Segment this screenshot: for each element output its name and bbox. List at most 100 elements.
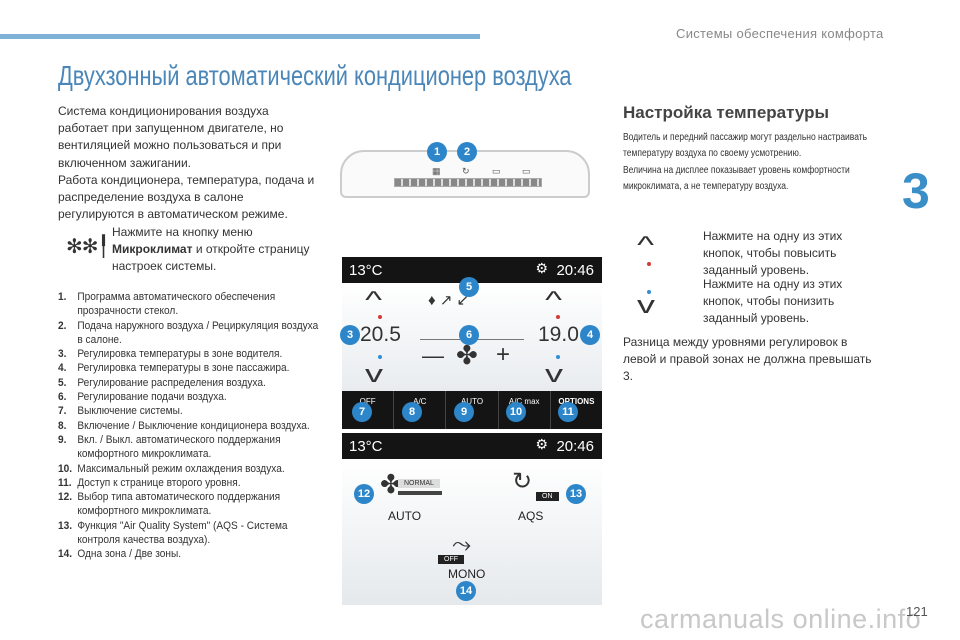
aqs-icon[interactable]: ↻ (512, 468, 533, 495)
outside-temp: 13°C (349, 262, 383, 279)
passenger-temp-up-icon[interactable]: ^ (545, 287, 563, 314)
legend-item: 1.Программа автоматического обеспечения … (58, 290, 325, 319)
raise-text: Нажмите на одну из этих кнопок, чтобы по… (703, 229, 843, 277)
legend-number: 13. (58, 519, 73, 532)
panel-icon: ▭ (492, 166, 501, 176)
lower-text: Нажмите на одну из этих кнопок, чтобы по… (703, 277, 843, 325)
warm-dot (556, 315, 560, 319)
legend-item: 7.Выключение системы. (58, 404, 325, 418)
badge-11: 11 (558, 402, 578, 422)
fan-icon[interactable]: ✤ (380, 469, 402, 499)
legend-number: 6. (58, 391, 67, 404)
intro-text: Система кондиционирования воздуха работа… (58, 103, 318, 223)
temperature-heading: Настройка температуры (623, 103, 829, 122)
cool-dot (556, 355, 560, 359)
legend-text: Подача наружного воздуха / Рециркуляция … (77, 319, 319, 346)
driver-temp-down-icon[interactable]: v (365, 361, 383, 388)
badge-12: 12 (354, 484, 374, 504)
auto-label: AUTO (388, 509, 422, 523)
header-rule (0, 34, 480, 39)
badge-1: 1 (427, 142, 447, 162)
fan-increase-icon[interactable]: + (496, 341, 511, 368)
legend-item: 6. Регулирование подачи воздуха. (58, 390, 325, 404)
recirculation-icon: ↻ (462, 166, 470, 176)
climate-buttons: OFF A/C AUTO A/C max OPTIONS (342, 391, 602, 429)
aqs-tag: ON (536, 492, 559, 501)
badge-3: 3 (340, 325, 360, 345)
legend-item: 11.Доступ к странице второго уровня. (58, 476, 325, 490)
legend-text: Регулирование подачи воздуха. (77, 391, 227, 404)
legend-text: Одна зона / Две зоны. (77, 548, 182, 561)
vent-strip (394, 178, 542, 187)
defrost-icon: ▦ (432, 166, 441, 176)
temperature-paragraph: Величина на дисплее показывает уровень к… (623, 164, 850, 192)
legend-text: Регулировка температуры в зоне пассажира… (77, 362, 290, 375)
legend-number: 4. (58, 362, 67, 375)
chevron-up-icon: ^ (637, 232, 655, 259)
legend-text: Функция "Air Quality System" (AQS - Сист… (77, 519, 288, 547)
legend-text: Регулировка температуры в зоне водителя. (77, 348, 283, 361)
badge-4: 4 (580, 325, 600, 345)
legend-number: 12. (58, 491, 73, 504)
fan-icon: ✤ (456, 340, 478, 370)
badge-5: 5 (459, 277, 479, 297)
mono-icon[interactable]: ⤳ (452, 531, 472, 558)
legend-item: 14.Одна зона / Две зоны. (58, 547, 325, 561)
intro-paragraph: Система кондиционирования воздуха работа… (58, 104, 284, 170)
menu-hint-prefix: Нажмите на кнопку меню (112, 225, 253, 239)
lower-instruction: v Нажмите на одну из этих кнопок, чтобы … (637, 276, 920, 326)
ac-button[interactable]: A/C (394, 391, 447, 429)
status-bar: 13°C ⚙ 20:46 (342, 257, 602, 283)
air-distribution-icon[interactable]: ♦ ↗ ↙ (428, 292, 470, 309)
cool-dot (647, 290, 651, 294)
gear-icon[interactable]: ⚙ (535, 436, 548, 452)
mono-label: MONO (448, 567, 486, 581)
intro-paragraph: Работа кондиционера, температура, подача… (58, 172, 315, 222)
legend-item: 8.Включение / Выключение кондиционера во… (58, 419, 325, 433)
chapter-number: 3 (902, 163, 930, 219)
climate-screen-options: 13°C ⚙ 20:46 ✤ NORMAL AUTO ↻ ON AQS ⤳ OF… (342, 433, 602, 605)
legend-text: Включение / Выключение кондиционера возд… (77, 419, 310, 432)
auto-button[interactable]: AUTO (446, 391, 499, 429)
legend-text: Выбор типа автоматического поддержания к… (77, 491, 281, 518)
temperature-intro: Водитель и передний пассажир могут разде… (623, 130, 878, 195)
panel-icon: ▭ (522, 166, 531, 176)
auto-mode-tag: NORMAL (398, 479, 440, 488)
outside-temp: 13°C (349, 438, 383, 455)
legend-number: 1. (58, 291, 67, 303)
legend-item: 10.Максимальный режим охлаждения воздуха… (58, 462, 325, 476)
legend-item: 9. Вкл. / Выкл. автоматического поддержан… (58, 433, 325, 462)
off-button[interactable]: OFF (342, 391, 395, 429)
watermark: carmanuals online.info (640, 604, 922, 634)
legend-item: 4. Регулировка температуры в зоне пассажи… (58, 361, 325, 375)
menu-hint: ✻✻╿ Нажмите на кнопку меню Микроклимат и… (58, 224, 328, 275)
gear-icon[interactable]: ⚙ (535, 260, 548, 276)
driver-temp-up-icon[interactable]: ^ (365, 287, 383, 314)
badge-13: 13 (566, 484, 586, 504)
clock: 20:46 (556, 438, 594, 455)
cool-dot (378, 355, 382, 359)
legend-item: 12. Выбор типа автоматического поддержани… (58, 490, 325, 519)
legend-number: 3. (58, 348, 67, 361)
auto-level-bar (398, 491, 442, 495)
aqs-label: AQS (518, 509, 544, 523)
ac-max-button[interactable]: A/C max (499, 391, 551, 429)
fan-decrease-icon[interactable]: — (422, 343, 444, 368)
section-title: Системы обеспечения комфорта (676, 26, 884, 41)
options-button[interactable]: OPTIONS (558, 397, 595, 406)
menu-hint-bold: Микроклимат (112, 242, 193, 256)
passenger-temp: 19.0 (538, 323, 579, 346)
mono-tag: OFF (438, 555, 464, 564)
legend-item: 5.Регулирование распределения воздуха. (58, 376, 325, 390)
clock: 20:46 (556, 262, 594, 279)
badge-2: 2 (457, 142, 477, 162)
legend-number: 9. (58, 433, 67, 446)
passenger-temp-down-icon[interactable]: v (545, 361, 563, 388)
legend-text: Доступ к странице второго уровня. (77, 476, 241, 489)
menu-hint-text: Нажмите на кнопку меню Микроклимат и отк… (112, 224, 312, 275)
warm-dot (378, 315, 382, 319)
legend-text: Вкл. / Выкл. автоматического поддержания… (77, 433, 281, 461)
menu-hint-suffix: и откройте страницу настроек системы. (112, 242, 310, 273)
climate-menu-icon: ✻✻╿ (66, 236, 110, 258)
legend-item: 2.Подача наружного воздуха / Рециркуляци… (58, 319, 325, 348)
